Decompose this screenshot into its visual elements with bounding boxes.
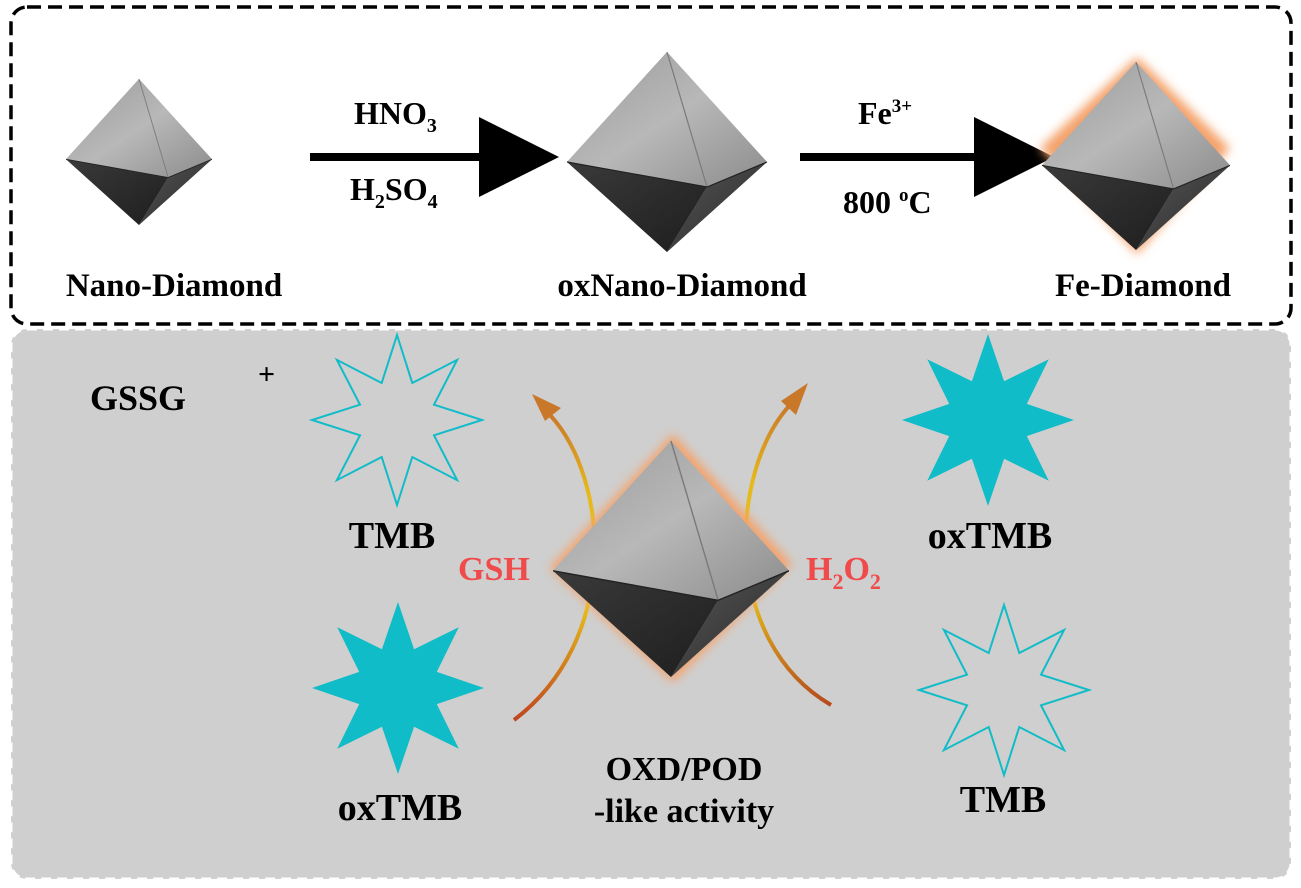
hno3-reagent: HNO3 [354,95,437,137]
h2o2-label: H2O2 [806,551,881,594]
oxtmb-left-label: oxTMB [338,787,463,829]
fe3-reagent: Fe3+ [858,95,912,131]
tmb-right-label: TMB [960,779,1047,821]
tmb-left-label: TMB [349,515,436,557]
h2o2-arrow-head [781,383,808,415]
activity-label-line2: -like activity [594,793,774,830]
gsh-arrow-head [532,394,561,421]
star-shape [915,601,1093,779]
oxtmb-star-filled-left [312,602,484,774]
tmb-star-outline-left [308,331,486,509]
star-shape [312,602,484,774]
h2so4-reagent: H2SO4 [350,171,438,213]
plus-sign: + [258,358,275,391]
activity-label-line1: OXD/POD [606,751,763,788]
nano-diamond-label: Nano-Diamond [66,268,282,304]
tmb-star-outline-right [915,601,1093,779]
oxnano-diamond-label: oxNano-Diamond [557,268,806,304]
oxtmb-right-label: oxTMB [928,515,1053,557]
oxtmb-star-filled-right [902,334,1074,506]
fe-diamond-label: Fe-Diamond [1055,268,1231,304]
gsh-label: GSH [458,551,530,588]
gssg-label: GSSG [90,378,186,418]
star-shape [308,331,486,509]
temperature-condition: 800 oC [843,184,932,220]
star-shape [902,334,1074,506]
